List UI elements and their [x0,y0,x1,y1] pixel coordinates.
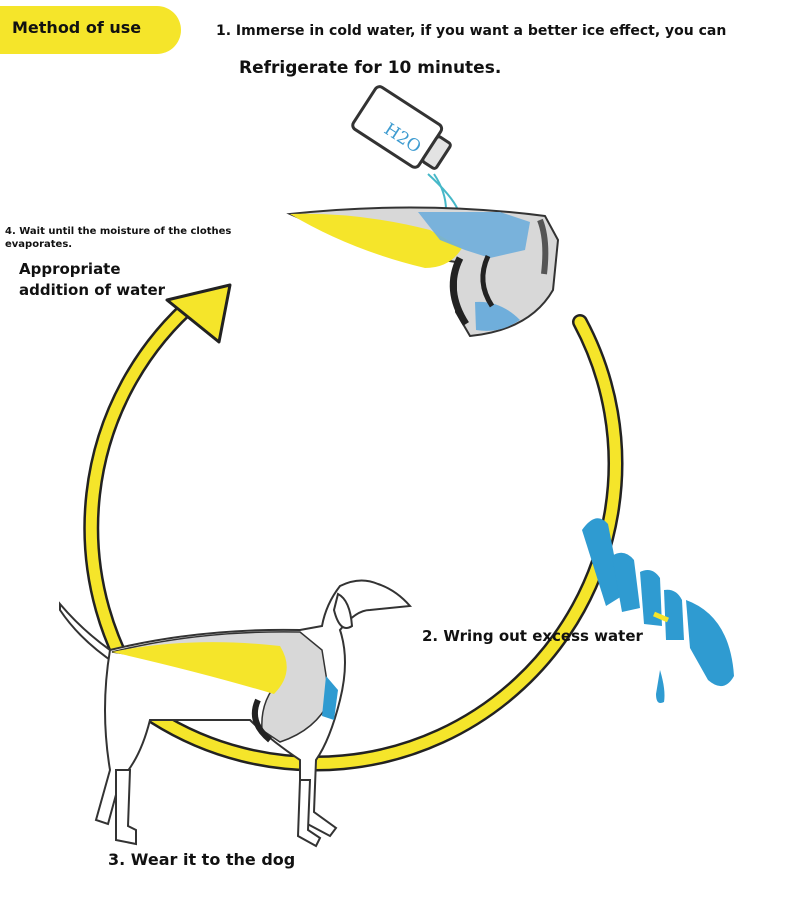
step4-text-line3: Appropriate [19,260,121,278]
step2-label: 2. Wring out excess water [422,627,643,645]
step1-text-line1: 1. Immerse in cold water, if you want a … [216,23,727,39]
badge-label: Method of use [12,18,142,37]
dog-vest [111,631,338,743]
step4-text-line2: evaporates. [5,239,73,250]
step4-text-line1: 4. Wait until the moisture of the clothe… [5,226,232,237]
step1-text-line2: Refrigerate for 10 minutes. [239,58,502,78]
cooling-vest [286,206,560,338]
step4-text-line4: addition of water [19,281,166,299]
wrung-vest [582,518,734,703]
water-bottle [351,85,452,170]
cycle-arrowhead [165,283,232,344]
step3-label: 3. Wear it to the dog [108,850,296,869]
method-of-use-badge: Method of use [0,6,181,54]
